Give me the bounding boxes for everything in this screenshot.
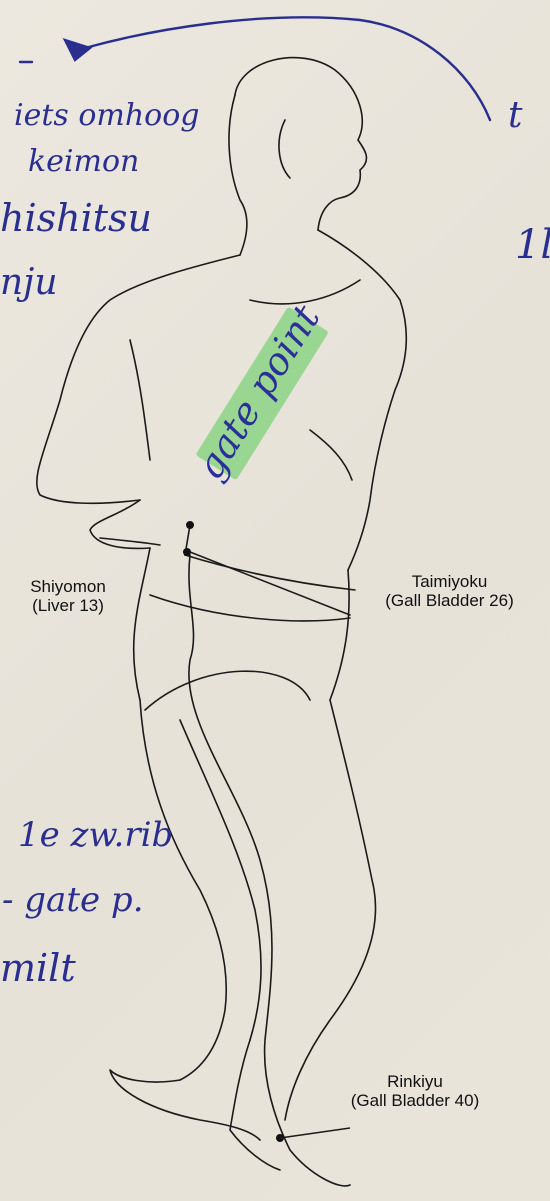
handwritten-note: - gate p. (2, 880, 144, 920)
handwritten-note: milt (0, 946, 76, 990)
point-ref: (Gall Bladder 40) (315, 1091, 515, 1110)
point-name: Taimiyoku (352, 572, 547, 591)
handwritten-note: keimon (28, 144, 139, 179)
point-label-shiyomon: Shiyomon (Liver 13) (8, 577, 128, 615)
handwritten-note: 1l (515, 222, 550, 268)
point-name: Shiyomon (8, 577, 128, 596)
handwritten-note: hishitsu (0, 196, 152, 240)
point-ref: (Gall Bladder 26) (352, 591, 547, 610)
handwritten-note: iets omhoog (14, 98, 200, 133)
point-label-taimiyoku: Taimiyoku (Gall Bladder 26) (352, 572, 547, 610)
handwritten-note: nju (0, 262, 58, 303)
handwritten-note: t (508, 95, 522, 136)
point-name: Rinkiyu (315, 1072, 515, 1091)
handwritten-note: 1e zw.rib (18, 815, 173, 855)
point-ref: (Liver 13) (8, 596, 128, 615)
point-label-rinkiyu: Rinkiyu (Gall Bladder 40) (315, 1072, 515, 1110)
